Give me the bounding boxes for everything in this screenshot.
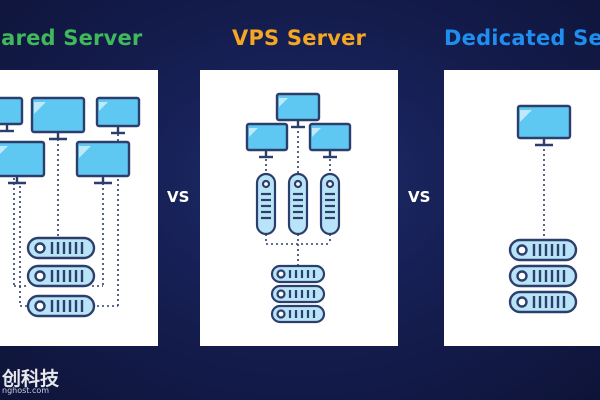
- dedicated-server-diagram: [508, 104, 578, 314]
- virtual-server-icon: [287, 172, 309, 236]
- dedicated-server-panel: [444, 70, 600, 346]
- shared-server-title: hared Server: [0, 26, 143, 50]
- monitor-icon: [75, 140, 131, 185]
- vs-label: VS: [408, 188, 431, 206]
- dedicated-server-title: Dedicated Ser: [444, 26, 600, 50]
- monitor-icon: [95, 96, 141, 135]
- monitor-icon: [0, 140, 46, 185]
- vs-label: VS: [167, 188, 190, 206]
- vps-server-title: VPS Server: [232, 26, 367, 50]
- shared-server-diagram: [0, 96, 141, 318]
- monitor-icon: [275, 92, 321, 129]
- monitor-icon: [516, 104, 572, 147]
- vps-server-panel: [200, 70, 398, 346]
- watermark-text: 创科技: [2, 368, 60, 390]
- monitor-icon: [30, 96, 86, 141]
- monitor-icon: [0, 96, 24, 133]
- watermark-url: nghost.com: [2, 386, 50, 395]
- server-stack-icon: [270, 264, 326, 324]
- shared-server-panel: [0, 70, 158, 346]
- server-stack-icon: [26, 236, 96, 318]
- virtual-server-icon: [319, 172, 341, 236]
- virtual-server-icon: [255, 172, 277, 236]
- monitor-icon: [245, 122, 289, 159]
- monitor-icon: [308, 122, 352, 159]
- server-stack-icon: [508, 238, 578, 314]
- vps-server-diagram: [245, 92, 352, 324]
